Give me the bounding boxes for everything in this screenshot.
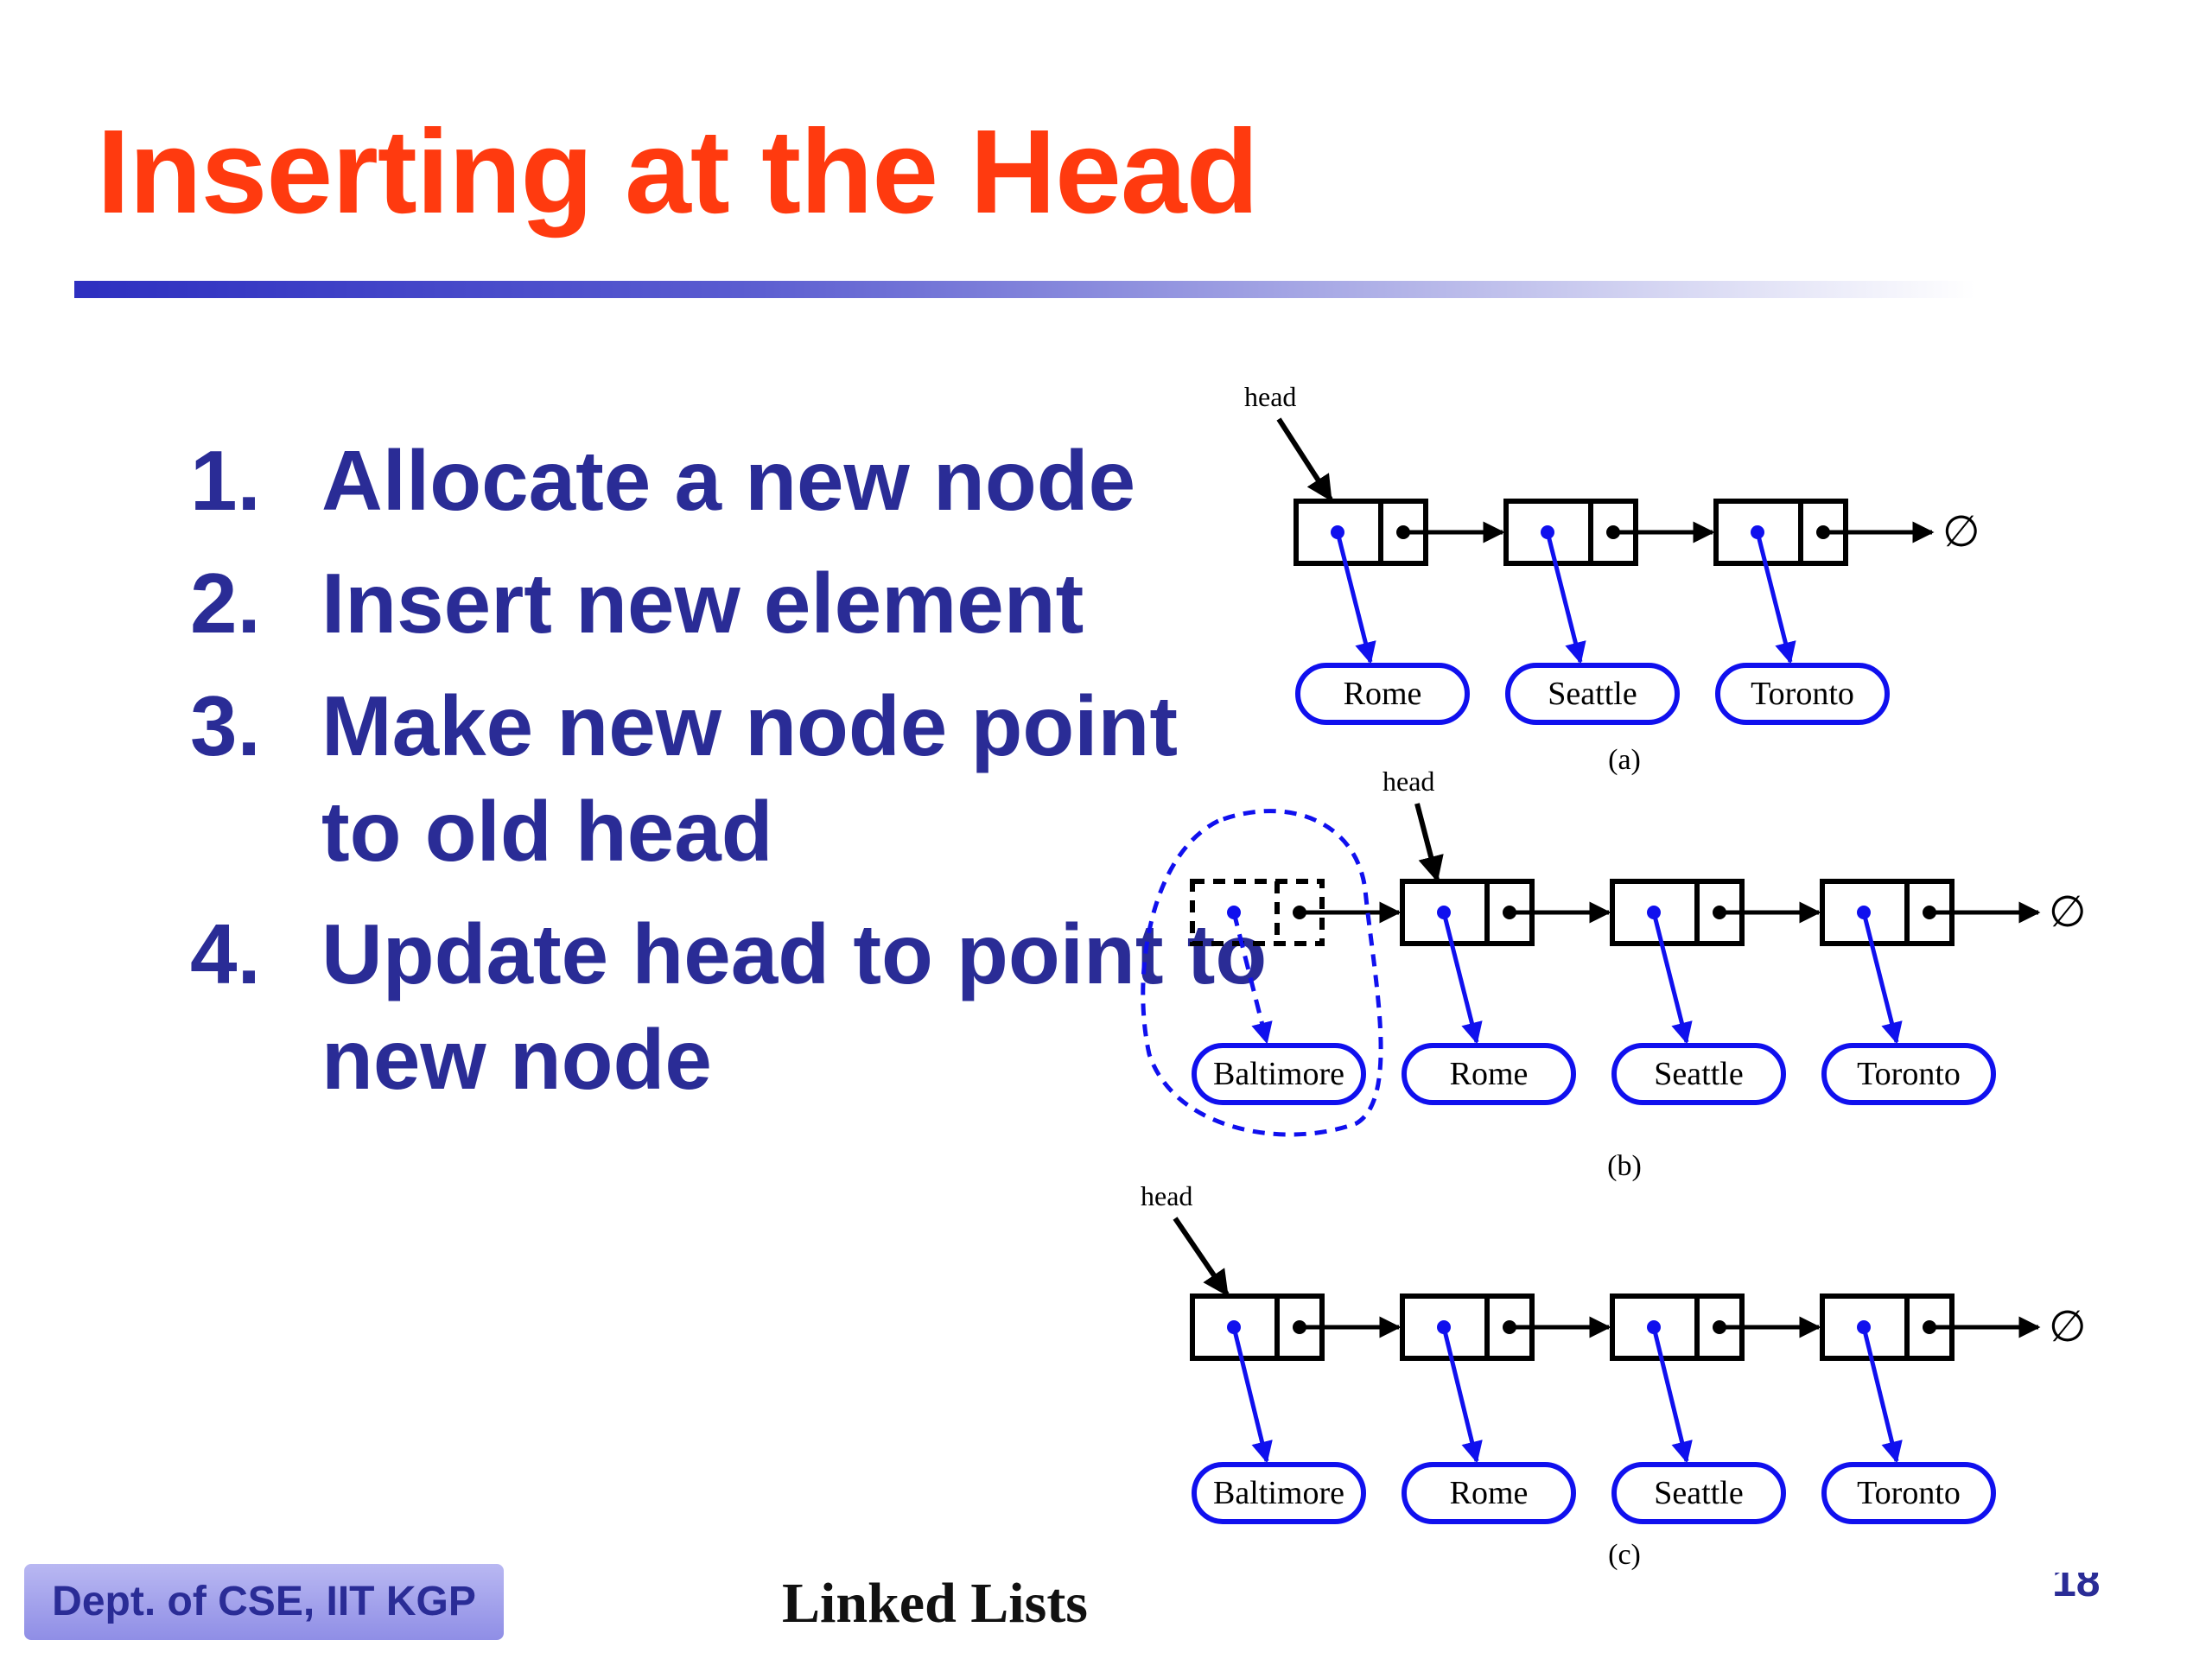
element-pill xyxy=(1402,1043,1576,1105)
element-arrow xyxy=(1231,1326,1273,1464)
element-label: Rome xyxy=(1450,1056,1529,1092)
null-terminator: ∅ xyxy=(2049,1302,2087,1351)
element-label: Rome xyxy=(1450,1475,1529,1511)
list-node: Baltimore xyxy=(1190,1294,1402,1524)
step-text: Allocate a new node xyxy=(321,433,1136,528)
element-label: Seattle xyxy=(1654,1475,1743,1511)
step-text: Update head to point to new node xyxy=(321,906,1268,1107)
title-divider xyxy=(74,281,1975,298)
element-arrow xyxy=(1335,531,1376,664)
element-arrow xyxy=(1861,912,1903,1045)
steps-list: 1. Allocate a new node 2. Insert new eleme… xyxy=(190,428,1272,1129)
step-number: 3. xyxy=(190,678,261,773)
element-label: Rome xyxy=(1344,676,1422,712)
element-arrow xyxy=(1651,1326,1693,1464)
new-node-highlight xyxy=(1141,809,1383,1137)
panel-caption: (a) xyxy=(1608,744,1641,776)
element-pill xyxy=(1715,663,1890,725)
slide-title: Inserting at the Head xyxy=(97,105,1259,238)
list-node: Toronto xyxy=(1820,879,2041,1105)
element-pill xyxy=(1295,663,1470,725)
element-arrow xyxy=(1441,1326,1483,1464)
element-pill xyxy=(1192,1043,1366,1105)
step-item: 4. Update head to point to new node xyxy=(190,901,1272,1112)
element-label: Toronto xyxy=(1857,1475,1961,1511)
head-label: head xyxy=(1244,381,1296,412)
head-label: head xyxy=(1382,766,1434,797)
step-item: 1. Allocate a new node xyxy=(190,428,1272,533)
element-pill xyxy=(1611,1462,1786,1524)
head-arrow xyxy=(1414,803,1444,882)
element-pill xyxy=(1821,1462,1996,1524)
node-box xyxy=(1190,879,1325,946)
element-label: Toronto xyxy=(1857,1056,1961,1092)
list-node: Rome xyxy=(1400,879,1611,1105)
element-label: Baltimore xyxy=(1213,1056,1344,1092)
element-label: Seattle xyxy=(1548,676,1637,712)
panel-caption: (b) xyxy=(1607,1150,1642,1182)
footer-title: Linked Lists xyxy=(782,1572,1088,1635)
list-node: Baltimore xyxy=(1190,879,1402,1105)
list-node: Rome xyxy=(1294,499,1505,725)
element-pill xyxy=(1821,1043,1996,1105)
null-terminator: ∅ xyxy=(2049,887,2087,936)
list-node: Seattle xyxy=(1610,879,1821,1105)
list-node: Toronto xyxy=(1713,499,1935,725)
list-node: Toronto xyxy=(1820,1294,2041,1524)
element-label: Seattle xyxy=(1654,1056,1743,1092)
head-arrow xyxy=(1173,1217,1230,1297)
element-label: Baltimore xyxy=(1213,1475,1344,1511)
panel-caption: (c) xyxy=(1608,1539,1641,1571)
step-text: Insert new element xyxy=(321,556,1084,651)
element-arrow xyxy=(1545,531,1586,664)
head-label: head xyxy=(1141,1180,1192,1211)
element-arrow xyxy=(1651,912,1693,1045)
element-arrow xyxy=(1861,1326,1903,1464)
step-item: 3. Make new node point to old head xyxy=(190,673,1272,884)
element-label: Toronto xyxy=(1751,676,1854,712)
page-number: 18 xyxy=(2052,1573,2101,1605)
element-arrow xyxy=(1441,912,1483,1045)
list-panel-a: Rome Seattle Toronto ∅ head (a) xyxy=(1244,381,1980,776)
step-number: 2. xyxy=(190,556,261,651)
element-pill xyxy=(1402,1462,1576,1524)
null-terminator: ∅ xyxy=(1942,507,1980,556)
step-number: 1. xyxy=(190,433,261,528)
element-pill xyxy=(1192,1462,1366,1524)
element-pill xyxy=(1505,663,1680,725)
list-panel-c: Baltimore Rome Seattle Toronto ∅ head (c) xyxy=(1141,1180,2087,1571)
list-panel-b: Baltimore Rome Seattle Toronto ∅ head (b) xyxy=(1141,766,2087,1182)
step-text: Make new node point to old head xyxy=(321,678,1178,879)
step-number: 4. xyxy=(190,906,261,1001)
element-arrow xyxy=(1755,531,1796,664)
list-node: Seattle xyxy=(1610,1294,1821,1524)
step-item: 2. Insert new element xyxy=(190,550,1272,656)
list-node: Seattle xyxy=(1503,499,1715,725)
dept-badge: Dept. of CSE, IIT KGP xyxy=(24,1564,504,1640)
element-arrow xyxy=(1231,912,1273,1045)
element-pill xyxy=(1611,1043,1786,1105)
head-arrow xyxy=(1276,417,1333,502)
list-node: Rome xyxy=(1400,1294,1611,1524)
